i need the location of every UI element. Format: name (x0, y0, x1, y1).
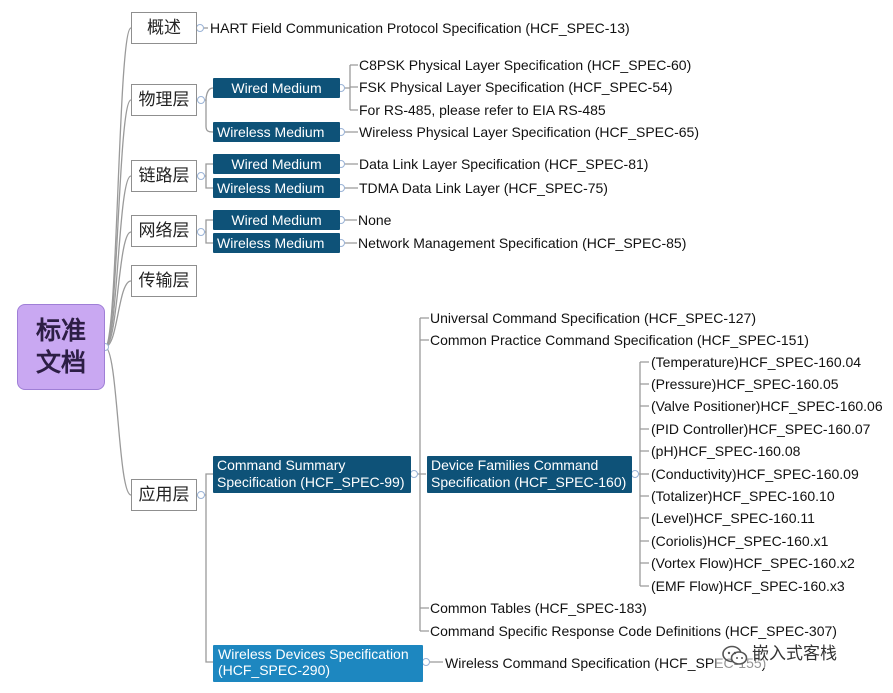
wireless-devices-line2: (HCF_SPEC-290) (218, 662, 331, 678)
physical-wired-leaf-3[interactable]: For RS-485, please refer to EIA RS-485 (359, 102, 606, 118)
family-leaf-totalizer[interactable]: (Totalizer)HCF_SPEC-160.10 (651, 488, 835, 504)
wireless-devices-node[interactable]: Wireless Devices Specification (HCF_SPEC… (213, 645, 423, 682)
physical-wireless-leaf[interactable]: Wireless Physical Layer Specification (H… (359, 124, 699, 140)
network-layer-node[interactable]: 网络层 (131, 215, 197, 247)
family-leaf-pid-controller[interactable]: (PID Controller)HCF_SPEC-160.07 (651, 421, 871, 437)
root-label-line1: 标准 (35, 317, 86, 345)
link-layer-node[interactable]: 链路层 (131, 160, 197, 192)
family-leaf-conductivity[interactable]: (Conductivity)HCF_SPEC-160.09 (651, 466, 859, 482)
response-codes-leaf[interactable]: Command Specific Response Code Definitio… (430, 623, 837, 639)
root-label-line2: 文档 (35, 349, 86, 377)
overview-node[interactable]: 概述 (131, 12, 197, 44)
watermark-text: 嵌入式客栈 (752, 644, 837, 663)
family-leaf-pressure[interactable]: (Pressure)HCF_SPEC-160.05 (651, 376, 839, 392)
physical-wireless-node[interactable]: Wireless Medium (213, 122, 340, 142)
link-wired-leaf[interactable]: Data Link Layer Specification (HCF_SPEC-… (359, 156, 649, 172)
wireless-command-leaf[interactable]: Wireless Command Specification (HCF_SPEC… (445, 655, 767, 671)
network-wireless-node[interactable]: Wireless Medium (213, 233, 340, 253)
family-leaf-temperature[interactable]: (Temperature)HCF_SPEC-160.04 (651, 354, 862, 370)
application-layer-node[interactable]: 应用层 (131, 479, 197, 511)
network-wireless-leaf[interactable]: Network Management Specification (HCF_SP… (358, 235, 687, 251)
physical-layer-node[interactable]: 物理层 (131, 84, 197, 116)
physical-wired-leaf-2[interactable]: FSK Physical Layer Specification (HCF_SP… (359, 79, 673, 95)
command-summary-line2: Specification (HCF_SPEC-99) (217, 474, 405, 490)
wechat-icon (722, 645, 748, 665)
command-summary-line1: Command Summary (217, 457, 346, 473)
device-families-line2: Specification (HCF_SPEC-160) (431, 474, 627, 490)
universal-command-leaf[interactable]: Universal Command Specification (HCF_SPE… (430, 310, 757, 326)
network-wired-leaf[interactable]: None (358, 212, 392, 228)
family-leaf-ph[interactable]: (pH)HCF_SPEC-160.08 (651, 443, 801, 459)
family-leaf-valve-positioner[interactable]: (Valve Positioner)HCF_SPEC-160.06 (651, 398, 883, 414)
family-leaf-emf-flow[interactable]: (EMF Flow)HCF_SPEC-160.x3 (651, 578, 845, 594)
device-families-line1: Device Families Command (431, 457, 599, 473)
physical-wired-node[interactable]: Wired Medium (213, 78, 340, 98)
root-node[interactable]: 标准 文档 (17, 304, 105, 390)
link-wired-node[interactable]: Wired Medium (213, 154, 340, 174)
command-summary-node[interactable]: Command Summary Specification (HCF_SPEC-… (213, 456, 411, 493)
family-leaf-level[interactable]: (Level)HCF_SPEC-160.11 (651, 510, 815, 526)
device-families-node[interactable]: Device Families Command Specification (H… (427, 456, 632, 493)
overview-leaf[interactable]: HART Field Communication Protocol Specif… (210, 20, 630, 36)
family-leaf-vortex-flow[interactable]: (Vortex Flow)HCF_SPEC-160.x2 (651, 555, 855, 571)
wireless-devices-line1: Wireless Devices Specification (218, 646, 409, 662)
link-wireless-leaf[interactable]: TDMA Data Link Layer (HCF_SPEC-75) (359, 180, 608, 196)
link-wireless-node[interactable]: Wireless Medium (213, 178, 340, 198)
transport-layer-node[interactable]: 传输层 (131, 265, 197, 297)
family-leaf-coriolis[interactable]: (Coriolis)HCF_SPEC-160.x1 (651, 533, 829, 549)
common-tables-leaf[interactable]: Common Tables (HCF_SPEC-183) (430, 600, 647, 616)
network-wired-node[interactable]: Wired Medium (213, 210, 340, 230)
common-practice-leaf[interactable]: Common Practice Command Specification (H… (430, 332, 809, 348)
physical-wired-leaf-1[interactable]: C8PSK Physical Layer Specification (HCF_… (359, 57, 692, 73)
